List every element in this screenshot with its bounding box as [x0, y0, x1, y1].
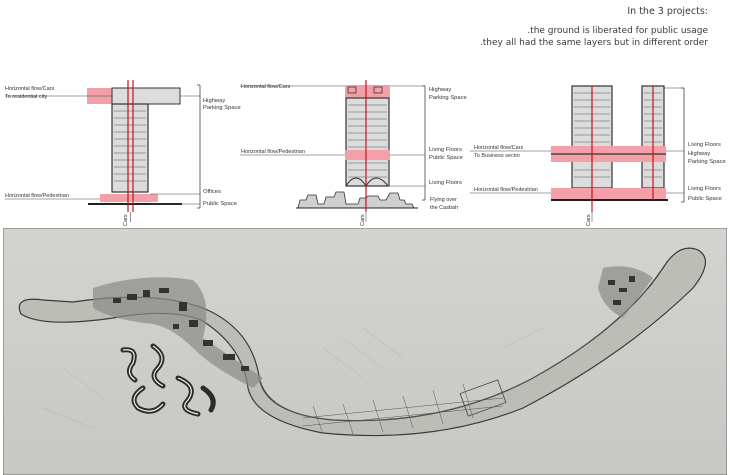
d3-cars-label: Cars: [586, 214, 592, 226]
diagram-1-tower-section: Horizontal flow/Cars To residential city…: [5, 80, 241, 226]
d3-parking-label: Parking Space: [688, 159, 726, 165]
d2-flow-pedestrian-label: Horizontal flow/Pedestrian: [241, 149, 305, 155]
header-line-same-layers: .they all had the same layers but in dif…: [479, 38, 708, 48]
city-buildings: [113, 288, 249, 371]
header-title: In the 3 projects:: [627, 6, 708, 17]
d1-public-space-label: Public Space: [203, 201, 237, 207]
east-cluster: [598, 266, 653, 318]
d1-highway-label: Highway: [203, 98, 225, 104]
business-sector-block: [459, 379, 507, 417]
tower-block: [111, 103, 149, 193]
d2-flying-label-1: Flying over: [430, 197, 457, 203]
d2-living-floors-low-label: Living Floors: [429, 180, 462, 186]
plan-background: [3, 228, 727, 475]
pedestrian-band: [345, 150, 390, 160]
d1-flow-cars-sub-label: To residential city: [5, 94, 47, 100]
d2-public-space-label: Public Space: [429, 155, 463, 161]
city-cluster: [93, 277, 263, 388]
d3-public-space-label: Public Space: [688, 196, 722, 202]
d3-living-floors-top-label: Living Floors: [688, 142, 721, 148]
pedestrian-band: [551, 188, 666, 200]
header-line-ground-liberated: .the ground is liberated for public usag…: [527, 26, 708, 36]
d2-flying-label-2: the Casbah: [430, 205, 458, 211]
d3-highway-label: Highway: [688, 151, 710, 157]
d2-highway-label: Highway: [429, 87, 451, 93]
d2-cars-label: Cars: [360, 214, 366, 226]
section-diagrams: Horizontal flow/Cars To residential city…: [5, 80, 726, 226]
casbah-silhouette: [297, 191, 415, 209]
d3-flow-cars-sub-label: To Business sector: [474, 153, 520, 159]
diagram-2-tower-section: Horizontal flow/Cars Highway Parking Spa…: [240, 80, 467, 226]
d2-flow-cars-label: Horizontal flow/Cars: [241, 84, 290, 90]
tower-block: [345, 97, 390, 187]
d1-cars-label: Cars: [123, 214, 129, 226]
diagram-3-twin-tower-section: Living Floors Horizontal flow/Cars To Bu…: [470, 85, 726, 226]
d1-offices-label: Offices: [203, 189, 221, 195]
d1-flow-pedestrian-label: Horizontal flow/Pedestrian: [5, 193, 69, 199]
pedestrian-band: [100, 194, 158, 202]
d1-parking-label: Parking Space: [203, 105, 241, 111]
d1-flow-cars-label: Horizontal flow/Cars: [5, 86, 54, 92]
d3-living-floors-low-label: Living Floors: [688, 186, 721, 192]
highway-deck: [111, 87, 181, 105]
site-plan-drawing: [3, 228, 727, 475]
business-grid: [302, 383, 504, 435]
d2-living-floors-mid-label: Living Floors: [429, 147, 462, 153]
d2-parking-label: Parking Space: [429, 95, 467, 101]
d3-flow-pedestrian-label: Horizontal flow/Pedestrian: [474, 187, 538, 193]
serpentine-highlight: [122, 345, 199, 415]
d3-flow-cars-label: Horizontal flow/Cars: [474, 145, 523, 151]
